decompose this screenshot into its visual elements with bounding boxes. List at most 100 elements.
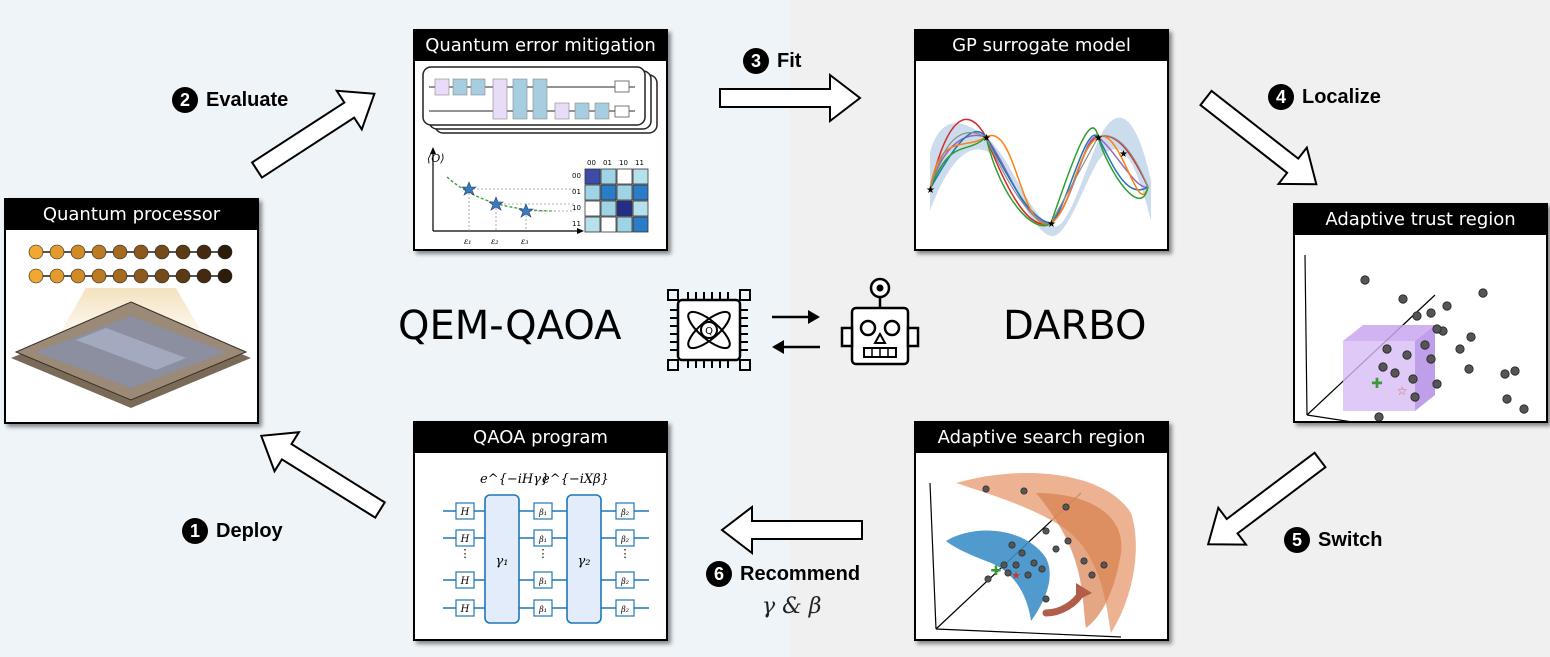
step-recommend: 6 Recommend [706,561,860,587]
sample-point [1062,503,1070,511]
panel-title: Adaptive trust region [1295,205,1546,235]
qubit [133,244,149,260]
matrix-cell [616,200,633,217]
sample-point [1519,404,1529,414]
gamma2-label: γ₂ [578,554,591,569]
sample-point [1420,340,1430,350]
beta2-label: β₂ [620,535,629,544]
sample-point [1382,344,1392,354]
panel-trust-region: Adaptive trust region ✚ ☆ [1293,203,1548,423]
eps-label-3: ε₃ [521,237,529,246]
qubit [112,268,128,284]
arrow-deploy [248,415,394,531]
mixer-operator: e^{−iXβ} [542,472,609,487]
step-label: Deploy [216,519,283,542]
step-number: 2 [172,87,198,113]
qubit [133,268,149,284]
qubit [175,268,191,284]
qubit [217,244,233,260]
sample-point [1064,537,1072,545]
sample-point [1378,362,1388,372]
exchange-arrows-icon [772,310,820,354]
sample-point [1500,369,1510,379]
sample-point [1478,288,1488,298]
panel-title: QAOA program [415,423,666,453]
sample-point [1466,332,1476,342]
panel-qem: Quantum error mitigation ⟨O⟩ [413,29,668,251]
matrix-cell [584,184,601,201]
matrix-cell [616,216,633,233]
bit-col-11: 11 [635,159,644,167]
sample-point [1426,308,1436,318]
sample-point [1042,595,1050,603]
dots-h: ⋮ [460,548,471,560]
panel-title: Adaptive search region [916,423,1167,453]
sample-point [1510,366,1520,376]
svg-text:★: ★ [926,185,935,196]
qubit [154,244,170,260]
qubit [28,268,44,284]
beta1-gate [533,599,553,617]
gp-illustration: ★★★★★ [926,117,1151,237]
svg-text:✚: ✚ [991,563,1002,578]
step-label: Evaluate [206,88,289,111]
step-evaluate: 2 Evaluate [172,87,288,113]
qubit [154,268,170,284]
beta2-label: β₂ [620,508,629,517]
beta2-label: β₂ [620,577,629,586]
arrow-fit [719,74,861,122]
qubit [196,244,212,260]
qubit [175,244,191,260]
step-number: 1 [182,518,208,544]
eps-label-1: ε₁ [464,237,472,246]
sample-point [1012,561,1020,569]
readout-matrix [584,168,649,233]
chip-glyph: Q [705,326,713,337]
panel-search-region: Adaptive search region ✚ ★ [914,421,1169,641]
sample-point [1464,364,1474,374]
matrix-cell [632,216,649,233]
step-deploy: 1 Deploy [182,518,283,544]
qubit [217,268,233,284]
beta1-label: β₁ [538,605,547,614]
step-label: Switch [1318,528,1383,551]
bit-col-00: 00 [587,159,596,167]
sample-point [1024,571,1032,579]
panel-quantum-processor: Quantum processor [4,198,259,424]
h-gate [455,502,475,520]
beta2-gate [615,502,635,520]
sample-point [1008,541,1016,549]
step-number: 6 [706,561,732,587]
beta2-gate [615,599,635,617]
svg-text:★: ★ [1047,219,1056,230]
sample-point [1080,557,1088,565]
sample-point [984,575,992,583]
step-number: 3 [743,48,769,74]
svg-text:✚: ✚ [1371,375,1383,391]
sample-point [982,485,990,493]
step-label: Recommend [740,562,861,585]
matrix-cell [616,184,633,201]
beta1-label: β₁ [538,577,547,586]
panel-title: GP surrogate model [916,31,1167,61]
panel-title: Quantum processor [6,200,257,230]
step-localize: 4 Localize [1268,84,1381,110]
sample-point [1412,311,1422,321]
step-switch: 5 Switch [1284,527,1382,553]
beta2-gate [615,529,635,547]
trust-region-illustration: ✚ ☆ [1304,254,1529,421]
qubit [70,244,86,260]
svg-text:☆: ☆ [1397,384,1408,398]
h-gate-label: H [460,507,470,518]
qubit [70,268,86,284]
svg-text:★: ★ [1094,133,1103,144]
matrix-cell [632,200,649,217]
svg-text:★: ★ [1119,149,1128,160]
qubit [112,244,128,260]
qubit [49,244,65,260]
sample-point [1004,569,1012,577]
qubit [91,268,107,284]
panel-gp: GP surrogate model ★★★★★ [914,29,1169,251]
matrix-cell [584,168,601,185]
